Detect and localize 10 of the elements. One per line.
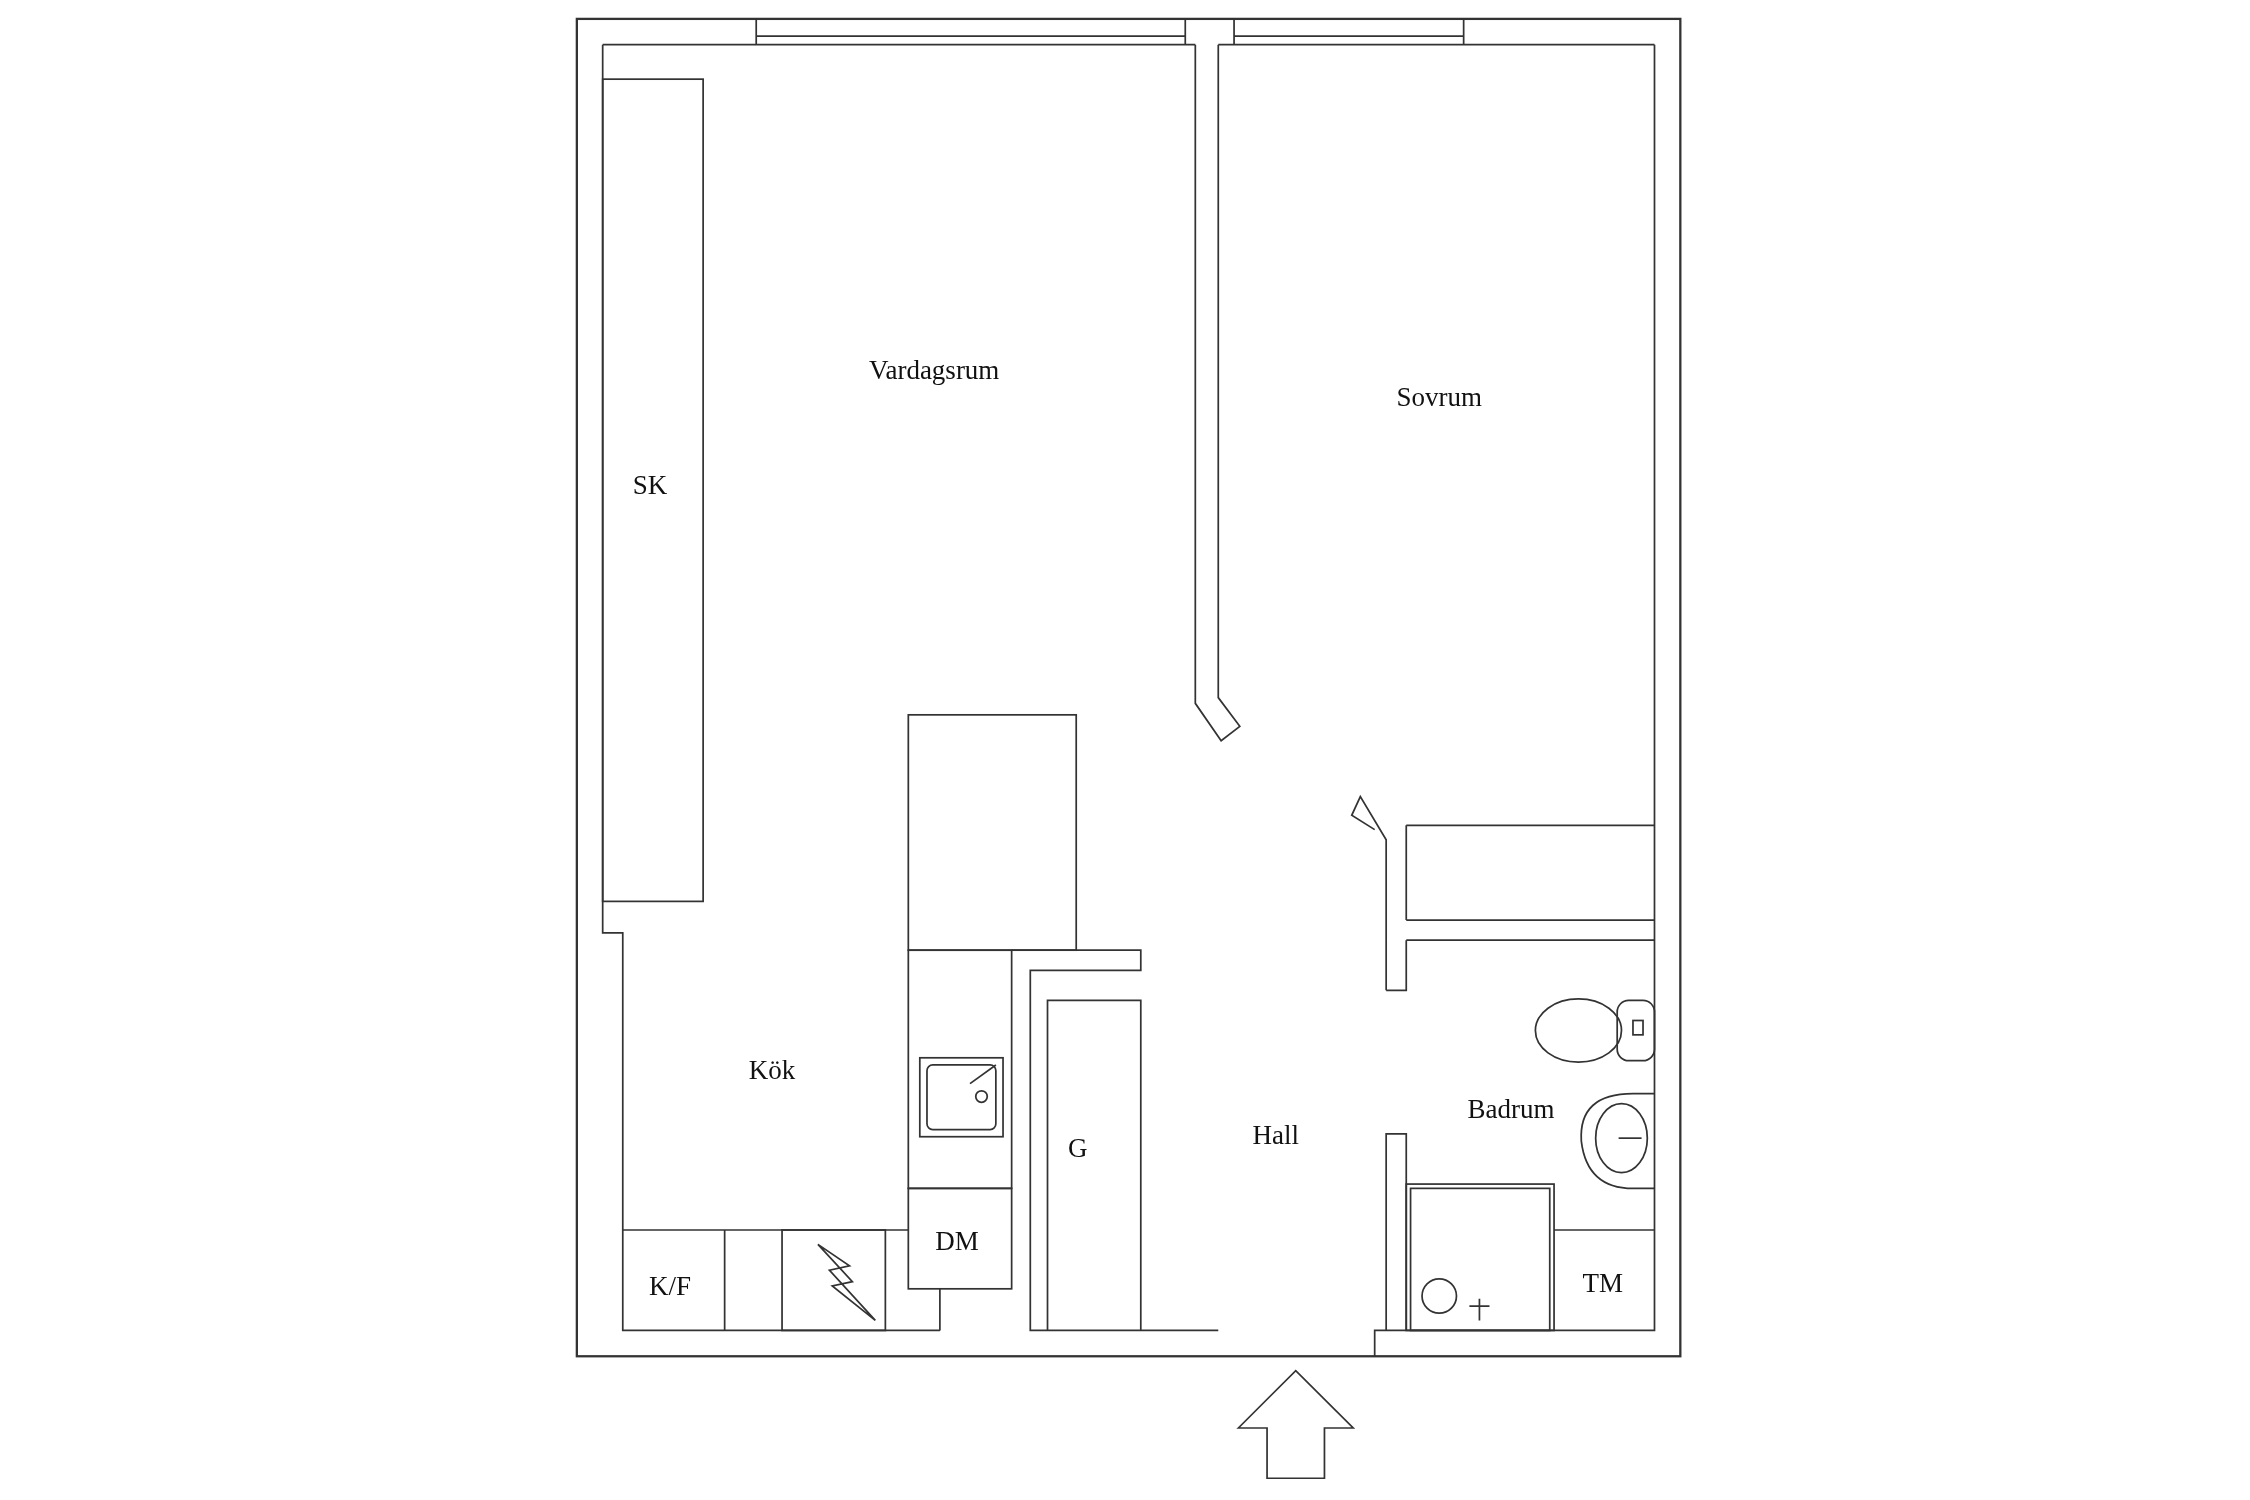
room-label: Badrum [1467, 1095, 1555, 1123]
room-label: Vardagsrum [868, 356, 1000, 384]
room-label: Sovrum [1396, 383, 1482, 411]
closet-label: G [1067, 1134, 1088, 1162]
room-label: Hall [1252, 1121, 1299, 1149]
room-label: Kök [748, 1056, 796, 1084]
appliance-label: DM [935, 1227, 979, 1255]
appliance-label: K/F [649, 1272, 692, 1300]
appliance-label: TM [1582, 1269, 1624, 1297]
closet-label: SK [632, 471, 668, 499]
